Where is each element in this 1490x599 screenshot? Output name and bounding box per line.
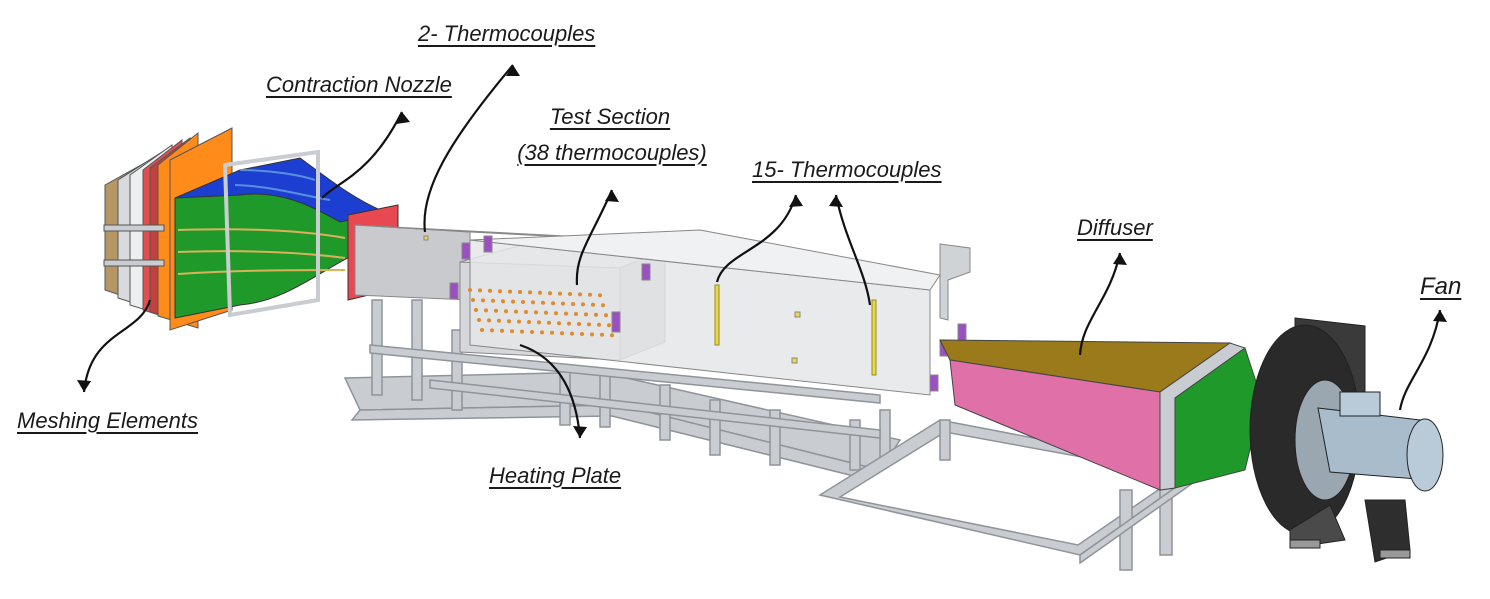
thermocouple-dot: [537, 320, 541, 325]
thermocouple-dot: [547, 320, 551, 325]
thermocouple-dot: [598, 293, 602, 298]
thermocouple-dot: [490, 328, 494, 333]
arrow-test-section: [575, 189, 614, 286]
thermocouple-dot: [474, 308, 478, 312]
thermocouple-dot: [577, 322, 581, 326]
arrow-diffuser: [1078, 252, 1122, 356]
thermocouple-dot: [557, 321, 561, 326]
label-meshing-elements: Meshing Elements: [17, 408, 198, 433]
label-fan: Fan: [1420, 273, 1462, 300]
thermocouple-dot: [587, 322, 591, 327]
thermocouple-dot: [494, 308, 498, 313]
thermocouple-dot: [548, 291, 552, 296]
thermocouple-dot: [487, 318, 491, 323]
thermocouple-dot: [584, 312, 588, 317]
thermocouple-dot: [581, 302, 585, 307]
test-section: [354, 224, 971, 396]
label-contraction-nozzle: Contraction Nozzle: [266, 72, 452, 97]
thermocouple-dot: [591, 302, 595, 307]
thermocouple-dot: [538, 290, 542, 295]
thermocouple-dot: [518, 290, 522, 294]
thermocouple-dot: [530, 330, 534, 334]
thermocouple-dot: [554, 311, 558, 316]
annotation-arrows: [82, 64, 1442, 439]
arrow-fan: [1398, 309, 1442, 411]
label-diffuser: Diffuser: [1077, 215, 1153, 240]
thermocouple-dot: [478, 288, 482, 293]
thermocouple-dot: [517, 319, 521, 324]
label-38-thermocouples: (38 thermocouples): [517, 140, 707, 165]
arrow-thermo2: [423, 64, 514, 233]
thermocouple-dot: [594, 312, 598, 317]
thermocouple-dot: [541, 300, 545, 305]
thermocouple-dot: [471, 298, 475, 302]
thermocouple-dot: [468, 288, 472, 292]
thermocouple-dot: [574, 312, 578, 316]
thermocouple-dot: [497, 318, 501, 323]
label-heating-plate: Heating Plate: [489, 463, 622, 488]
thermocouple-dot: [550, 330, 554, 335]
thermocouple-dot: [601, 303, 605, 308]
thermocouple-dot: [560, 331, 564, 336]
thermocouple-dot: [480, 328, 484, 332]
thermocouple-dot: [607, 323, 611, 328]
thermocouple-dot: [477, 318, 481, 322]
arrow-thermo15-right: [834, 194, 872, 306]
diffuser: [939, 339, 1263, 491]
arrow-meshing: [82, 299, 152, 393]
arrow-heating: [519, 343, 582, 439]
thermocouple-dot: [544, 310, 548, 315]
thermocouple-dot: [558, 291, 562, 296]
thermocouple-dot: [610, 333, 614, 338]
thermocouple-dot: [500, 328, 504, 333]
thermocouple-dot: [491, 298, 495, 303]
thermocouple-dot: [571, 302, 575, 306]
test-section-thermocouples: [468, 288, 614, 338]
thermocouple-dot: [504, 309, 508, 314]
thermocouple-dot: [540, 330, 544, 335]
thermocouple-dot: [488, 288, 492, 293]
thermocouple-dot: [564, 311, 568, 316]
thermocouple-dot: [561, 301, 565, 306]
thermocouple-dot: [567, 321, 571, 326]
thermocouple-dot: [510, 329, 514, 334]
label-test-section: Test Section: [549, 104, 671, 129]
thermocouple-dot: [570, 331, 574, 336]
thermocouple-dot: [534, 310, 538, 315]
arrow-nozzle: [321, 111, 403, 199]
thermocouple-dot: [568, 292, 572, 296]
label-15-thermocouples: 15- Thermocouples: [752, 157, 942, 182]
thermocouple-dot: [527, 320, 531, 324]
thermocouple-dot: [580, 332, 584, 336]
thermocouple-dot: [588, 292, 592, 297]
thermocouple-dot: [501, 299, 505, 304]
arrow-heads: [77, 65, 1447, 438]
thermocouple-dot: [524, 310, 528, 314]
thermocouple-dot: [498, 289, 502, 294]
thermocouple-dot: [508, 289, 512, 294]
thermocouple-dot: [531, 300, 535, 305]
thermocouple-dot: [590, 332, 594, 337]
thermocouple-dot: [551, 301, 555, 306]
thermocouple-dot: [597, 322, 601, 327]
thermocouple-dot: [528, 290, 532, 295]
label-2-thermocouples: 2- Thermocouples: [418, 21, 596, 46]
thermocouple-dot: [578, 292, 582, 297]
thermocouple-dot: [604, 313, 608, 318]
fan: [1249, 317, 1444, 563]
thermocouple-dot: [514, 309, 518, 314]
thermocouple-dot: [600, 332, 604, 337]
thermocouple-dot: [520, 329, 524, 334]
arrow-thermo15-left: [715, 194, 798, 283]
thermocouple-dot: [484, 308, 488, 313]
thermocouple-dot: [511, 299, 515, 304]
thermocouple-dot: [507, 319, 511, 324]
thermocouple-dot: [521, 300, 525, 304]
thermocouple-dot: [481, 298, 485, 303]
